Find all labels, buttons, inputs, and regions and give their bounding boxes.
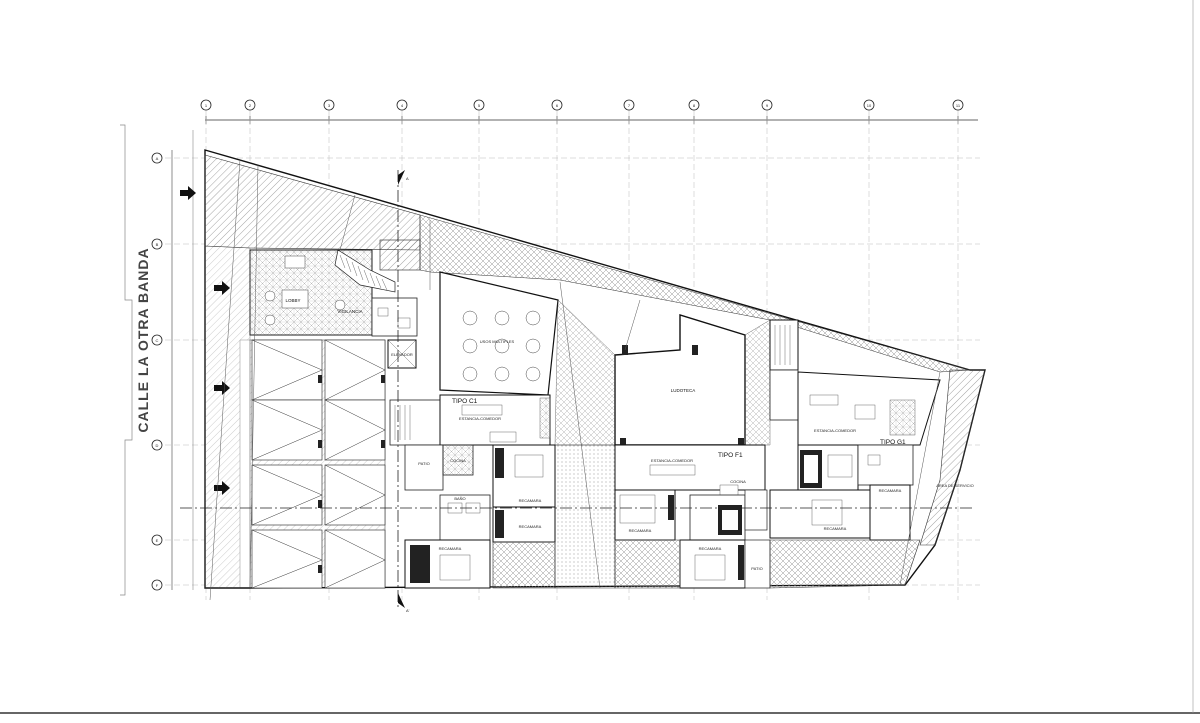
room-label-patio-1: PATIO	[418, 461, 429, 466]
unit-type-f1: TIPO F1	[718, 452, 743, 459]
grid-bubble-E: E	[151, 534, 163, 546]
sidewalk-outline	[120, 124, 133, 596]
grid-bubble-10: 10	[863, 99, 875, 111]
elevator-core: ELEVADOR	[371, 297, 441, 446]
hatched-perimeter	[204, 154, 986, 589]
svg-text:9: 9	[766, 103, 769, 108]
driveway-arrows	[180, 186, 230, 495]
room-label-recamara-2: RECAMARA	[519, 524, 542, 529]
room-label-bano: BAÑO	[454, 496, 465, 501]
svg-text:D: D	[156, 443, 159, 448]
room-label-area-servicio: AREA DE SERVICIO	[936, 483, 974, 488]
unit-tipo-f1: TIPO F1 ESTANCIA-COMEDOR RECAMARA COCINA…	[614, 444, 771, 589]
unit-type-c1: TIPO C1	[452, 398, 478, 405]
svg-text:11: 11	[956, 103, 961, 108]
room-label-ludoteca: LUDOTECA	[671, 388, 696, 393]
svg-text:E: E	[156, 538, 159, 543]
svg-text:8: 8	[693, 103, 696, 108]
svg-text:7: 7	[628, 103, 631, 108]
room-label-cocina-2: COCINA	[730, 479, 746, 484]
room-label-patio-2: PATIO	[751, 566, 762, 571]
svg-text:A: A	[406, 176, 409, 181]
top-dimension-line	[205, 116, 978, 124]
svg-text:C: C	[156, 338, 159, 343]
grid-bubble-D: D	[151, 439, 163, 451]
room-label-recamara-7: RECAMARA	[879, 488, 902, 493]
grid-bubble-B: B	[151, 238, 163, 250]
grid-bubble-5: 5	[473, 99, 485, 111]
construction-lines	[209, 159, 941, 601]
unit-tipo-c1: TIPO C1 ESTANCIA-COMEDOR PATIO COCINA RE…	[404, 394, 556, 589]
room-label-recamara-1: RECAMARA	[519, 498, 542, 503]
svg-text:5: 5	[478, 103, 481, 108]
svg-text:1: 1	[205, 103, 208, 108]
grid-bubble-C: C	[151, 334, 163, 346]
parking-area	[249, 339, 386, 589]
grid-bubble-6: 6	[551, 99, 563, 111]
main-stair	[334, 239, 421, 293]
room-label-estancia-g1: ESTANCIA-COMEDOR	[814, 428, 856, 433]
room-label-recamara-5: RECAMARA	[699, 546, 722, 551]
grid-bubble-4: 4	[396, 99, 408, 111]
column-grid-markers: 1 2 3 4 5 6 7 8 9 10 11	[200, 99, 964, 111]
room-label-usos-multiples: USOS MULTIPLES	[480, 339, 515, 344]
multipurpose-room: USOS MULTIPLES	[439, 271, 559, 396]
room-label-vigilancia: VIGILANCIA	[337, 309, 362, 314]
street-name-label: CALLE LA OTRA BANDA	[135, 247, 151, 432]
svg-text:A': A'	[406, 608, 410, 613]
section-mark-bottom: A'	[398, 593, 410, 613]
grid-bubble-11: 11	[952, 99, 964, 111]
room-label-elevator: ELEVADOR	[391, 352, 413, 357]
grid-bubble-F: F	[151, 579, 163, 591]
grid-bubble-8: 8	[688, 99, 700, 111]
grid-bubble-2: 2	[244, 99, 256, 111]
svg-text:10: 10	[867, 103, 872, 108]
grid-bubble-3: 3	[323, 99, 335, 111]
section-cut-line: A A'	[180, 170, 975, 613]
grid-bubble-9: 9	[761, 99, 773, 111]
room-label-estancia-f1: ESTANCIA-COMEDOR	[651, 458, 693, 463]
grid-bubble-1: 1	[200, 99, 212, 111]
grid-bubble-A: A	[151, 152, 163, 164]
unit-tipo-g1: TIPO G1 ESTANCIA-COMEDOR RECAMARA RECAMA…	[769, 319, 974, 589]
svg-text:A: A	[156, 156, 159, 161]
circulation-hatch	[554, 299, 771, 589]
room-label-estancia-c1: ESTANCIA-COMEDOR	[459, 416, 501, 421]
room-label-recamara-3: RECAMARA	[439, 546, 462, 551]
unit-type-g1: TIPO G1	[880, 439, 906, 446]
room-label-lobby: LOBBY	[285, 298, 300, 303]
grid-bubble-7: 7	[623, 99, 635, 111]
row-grid-markers: A B C D E F	[151, 152, 163, 591]
room-label-recamara-6: RECAMARA	[824, 526, 847, 531]
svg-text:2: 2	[249, 103, 252, 108]
room-label-cocina-1: COCINA	[450, 458, 466, 463]
svg-text:4: 4	[401, 103, 404, 108]
section-mark-top: A	[398, 170, 409, 185]
svg-text:6: 6	[556, 103, 559, 108]
svg-text:F: F	[156, 583, 159, 588]
svg-text:3: 3	[328, 103, 331, 108]
room-label-recamara-4: RECAMARA	[629, 528, 652, 533]
svg-text:B: B	[156, 242, 159, 247]
